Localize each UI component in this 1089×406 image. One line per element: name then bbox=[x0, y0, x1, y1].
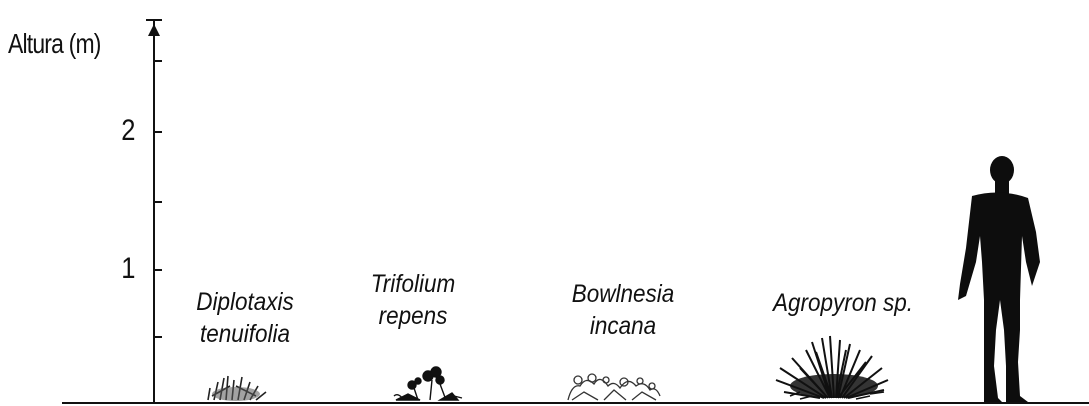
species-name-line2: incana bbox=[556, 310, 691, 342]
species-name-line1: Agropyron sp. bbox=[758, 287, 929, 319]
species-label-trifolium: Trifolium repens bbox=[350, 268, 476, 332]
species-label-bowlnesia: Bowlnesia incana bbox=[556, 278, 691, 342]
tick-label-2: 2 bbox=[121, 114, 135, 148]
trifolium-plant-icon bbox=[394, 367, 462, 400]
species-name-line1: Diplotaxis bbox=[182, 286, 308, 318]
species-name-line2: repens bbox=[350, 300, 476, 332]
species-name-line1: Trifolium bbox=[350, 268, 476, 300]
species-label-agropyron: Agropyron sp. bbox=[758, 287, 929, 319]
species-name-line2: tenuifolia bbox=[182, 318, 308, 350]
y-axis-arrowhead bbox=[148, 24, 160, 36]
bowlnesia-plant-icon bbox=[568, 374, 660, 400]
diplotaxis-plant-icon bbox=[208, 376, 266, 401]
agropyron-grass-icon bbox=[776, 336, 888, 399]
tick-label-1: 1 bbox=[121, 252, 135, 286]
species-name-line1: Bowlnesia bbox=[556, 278, 691, 310]
species-label-diplotaxis: Diplotaxis tenuifolia bbox=[182, 286, 308, 350]
y-axis-title: Altura (m) bbox=[8, 28, 101, 60]
human-silhouette-icon bbox=[958, 156, 1040, 402]
